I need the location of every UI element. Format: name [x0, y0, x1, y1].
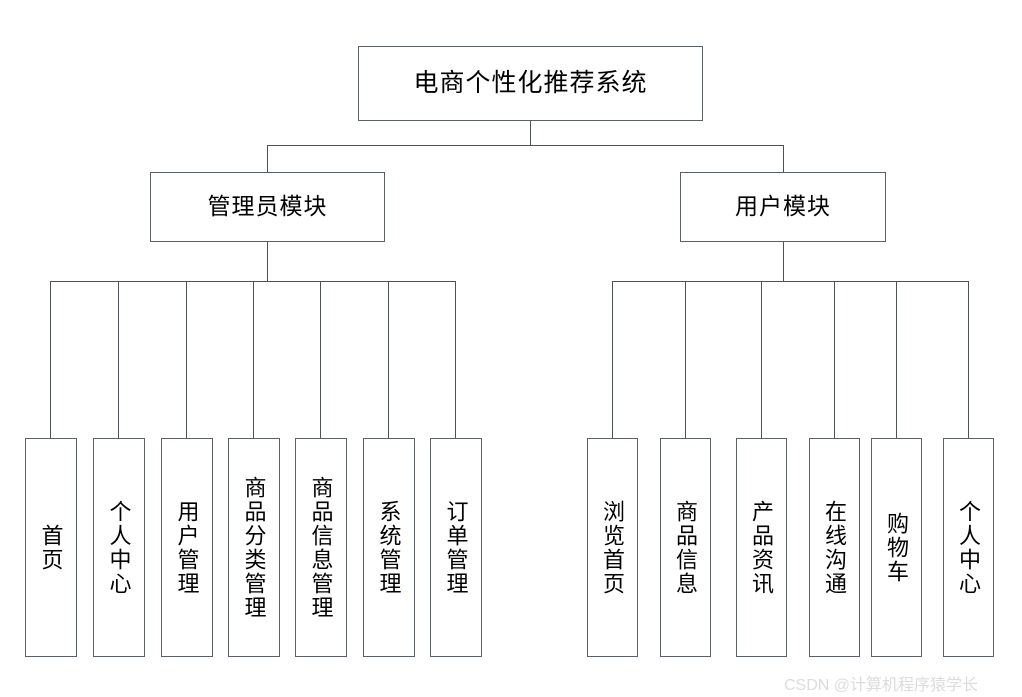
- leaf-node-admin-7-label: 订单管理: [443, 499, 469, 596]
- leaf-node-admin-5-label: 商品信息管理: [308, 475, 334, 620]
- leaf-node-admin-4-label: 商品分类管理: [241, 475, 267, 620]
- leaf-node-admin-5[interactable]: 商品信息管理: [295, 438, 347, 657]
- connector-admin-drop-7: [455, 281, 457, 438]
- connector-admin-drop-1: [50, 281, 52, 438]
- connector-admin-drop-3: [186, 281, 188, 438]
- connector-to-admin-module: [267, 145, 269, 172]
- module-node-user-label: 用户模块: [735, 194, 831, 220]
- leaf-node-admin-6-label: 系统管理: [376, 499, 402, 596]
- leaf-node-admin-2-label: 个人中心: [106, 499, 132, 596]
- connector-user-drop-1: [612, 281, 614, 438]
- leaf-node-admin-1[interactable]: 首页: [25, 438, 77, 657]
- connector-admin-drop-4: [253, 281, 255, 438]
- connector-user-drop-3: [761, 281, 763, 438]
- leaf-node-user-5-label: 购物车: [884, 511, 910, 584]
- csdn-watermark: CSDN @计算机程序猿学长: [784, 677, 979, 694]
- leaf-node-admin-4[interactable]: 商品分类管理: [228, 438, 280, 657]
- leaf-node-user-1-label: 浏览首页: [600, 499, 626, 596]
- connector-user-drop-2: [685, 281, 687, 438]
- connector-user-drop-6: [968, 281, 970, 438]
- connector-user-drop-4: [834, 281, 836, 438]
- connector-admin-bus: [50, 281, 455, 283]
- connector-admin-drop-2: [118, 281, 120, 438]
- leaf-node-user-5[interactable]: 购物车: [871, 438, 922, 657]
- leaf-node-admin-3[interactable]: 用户管理: [161, 438, 213, 657]
- module-node-admin[interactable]: 管理员模块: [150, 172, 385, 242]
- leaf-node-user-6-label: 个人中心: [956, 499, 982, 596]
- connector-user-stem: [783, 242, 785, 281]
- leaf-node-admin-3-label: 用户管理: [174, 499, 200, 596]
- leaf-node-user-2-label: 商品信息: [673, 499, 699, 596]
- leaf-node-user-4-label: 在线沟通: [822, 499, 848, 596]
- module-node-user[interactable]: 用户模块: [680, 172, 886, 242]
- connector-admin-drop-5: [320, 281, 322, 438]
- module-node-admin-label: 管理员模块: [207, 194, 328, 220]
- leaf-node-user-3-label: 产品资讯: [749, 499, 775, 596]
- leaf-node-user-6[interactable]: 个人中心: [943, 438, 994, 657]
- leaf-node-admin-7[interactable]: 订单管理: [430, 438, 482, 657]
- leaf-node-user-2[interactable]: 商品信息: [660, 438, 711, 657]
- connector-admin-drop-6: [388, 281, 390, 438]
- leaf-node-user-1[interactable]: 浏览首页: [587, 438, 638, 657]
- leaf-node-admin-1-label: 首页: [38, 523, 64, 572]
- leaf-node-user-3[interactable]: 产品资讯: [736, 438, 787, 657]
- root-node-ecommerce-system[interactable]: 电商个性化推荐系统: [358, 46, 703, 121]
- leaf-node-admin-6[interactable]: 系统管理: [363, 438, 415, 657]
- connector-user-bus: [612, 281, 969, 283]
- connector-admin-stem: [267, 242, 269, 281]
- connector-root-stem: [530, 121, 532, 145]
- root-node-label: 电商个性化推荐系统: [413, 69, 648, 97]
- connector-level1-bus: [267, 145, 783, 147]
- connector-user-drop-5: [896, 281, 898, 438]
- leaf-node-admin-2[interactable]: 个人中心: [93, 438, 145, 657]
- leaf-node-user-4[interactable]: 在线沟通: [809, 438, 860, 657]
- connector-to-user-module: [783, 145, 785, 172]
